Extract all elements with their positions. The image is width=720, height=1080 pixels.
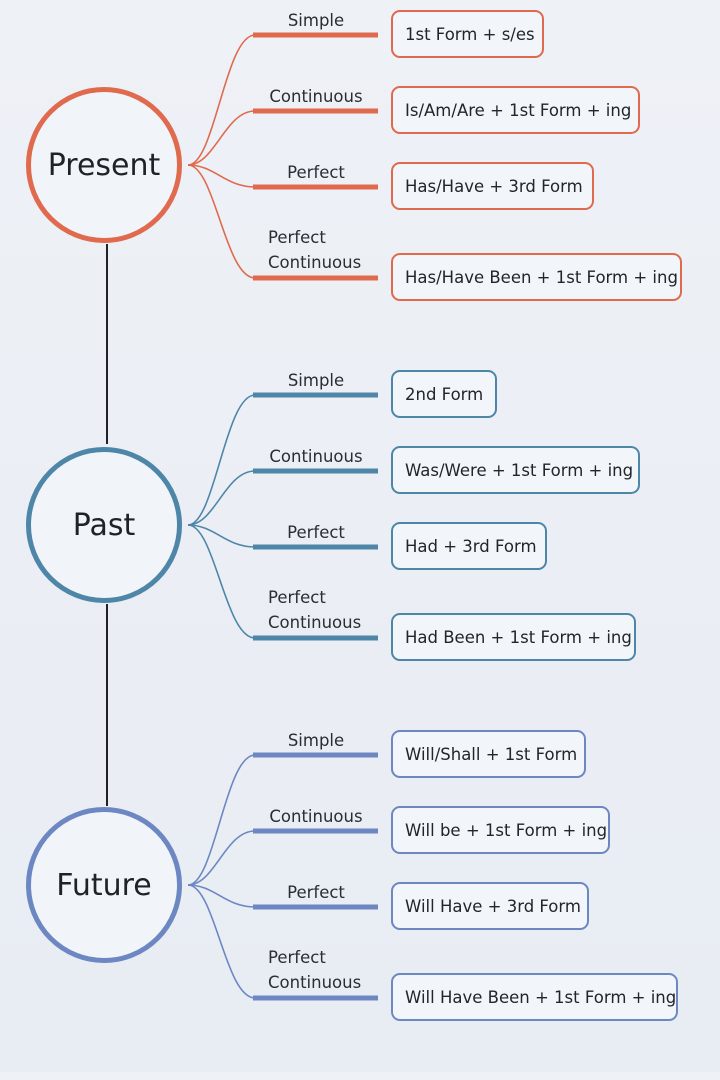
- branch-curve-future-perfect: [187, 884, 256, 908]
- aspect-label-perfect: Perfect: [287, 883, 345, 902]
- formula-text: Is/Am/Are + 1st Form + ing: [405, 100, 632, 120]
- formula-box-future-perfect: Will Have + 3rd Form: [391, 882, 589, 930]
- formula-text: Will Have + 3rd Form: [405, 896, 581, 916]
- formula-text: Was/Were + 1st Form + ing: [405, 460, 634, 480]
- formula-box-future-continuous: Will be + 1st Form + ing: [391, 806, 610, 854]
- branch-curve-past-perfect-continuous: [187, 524, 256, 639]
- formula-text: 2nd Form: [405, 384, 484, 404]
- tense-label: Future: [56, 867, 152, 903]
- aspect-label-perfect-continuous: Perfect Continuous: [268, 588, 362, 632]
- aspect-label-perfect-continuous: Perfect Continuous: [268, 948, 362, 992]
- branch-curve-present-continuous: [187, 110, 256, 166]
- aspect-label-simple: Simple: [287, 11, 345, 30]
- branch-curve-past-perfect: [187, 524, 256, 548]
- branch-lines-past: [187, 392, 378, 641]
- branch-curve-past-simple: [187, 394, 256, 526]
- formula-text: Had + 3rd Form: [405, 536, 537, 556]
- branch-lines-present: [187, 32, 378, 281]
- formula-box-past-continuous: Was/Were + 1st Form + ing: [391, 446, 640, 494]
- tense-node-future: Future: [26, 807, 182, 963]
- connector-line-past-future: [106, 604, 108, 806]
- aspect-label-continuous: Continuous: [269, 807, 363, 826]
- formula-box-past-perfect-continuous: Had Been + 1st Form + ing: [391, 613, 636, 661]
- formula-text: Will Have Been + 1st Form + ing: [405, 987, 677, 1007]
- formula-text: Will be + 1st Form + ing: [405, 820, 608, 840]
- aspect-label-perfect: Perfect: [287, 163, 345, 182]
- formula-box-past-simple: 2nd Form: [391, 370, 497, 418]
- formula-text: Has/Have Been + 1st Form + ing: [405, 267, 678, 287]
- aspect-label-perfect: Perfect: [287, 523, 345, 542]
- formula-box-present-continuous: Is/Am/Are + 1st Form + ing: [391, 86, 640, 134]
- aspect-label-simple: Simple: [287, 731, 345, 750]
- branch-lines-future: [187, 752, 378, 1001]
- formula-text: Will/Shall + 1st Form: [405, 744, 578, 764]
- branch-curve-future-perfect-continuous: [187, 884, 256, 999]
- branch-curve-past-continuous: [187, 470, 256, 526]
- formula-box-past-perfect: Had + 3rd Form: [391, 522, 547, 570]
- aspect-label-continuous: Continuous: [269, 447, 363, 466]
- formula-text: Had Been + 1st Form + ing: [405, 627, 632, 647]
- branch-curve-present-perfect-continuous: [187, 164, 256, 279]
- formula-box-present-perfect: Has/Have + 3rd Form: [391, 162, 594, 210]
- branch-curve-future-continuous: [187, 830, 256, 886]
- tense-node-present: Present: [26, 87, 182, 243]
- aspect-label-simple: Simple: [287, 371, 345, 390]
- branch-curve-future-simple: [187, 754, 256, 886]
- aspect-label-perfect-continuous: Perfect Continuous: [268, 228, 362, 272]
- aspect-label-continuous: Continuous: [269, 87, 363, 106]
- formula-box-future-simple: Will/Shall + 1st Form: [391, 730, 586, 778]
- formula-box-present-simple: 1st Form + s/es: [391, 10, 544, 58]
- formula-text: 1st Form + s/es: [405, 24, 535, 44]
- branch-curve-present-perfect: [187, 164, 256, 188]
- tense-label: Past: [72, 507, 136, 543]
- formula-text: Has/Have + 3rd Form: [405, 176, 583, 196]
- branch-curve-present-simple: [187, 34, 256, 166]
- connector-line-present-past: [106, 244, 108, 444]
- tense-label: Present: [47, 147, 161, 183]
- formula-box-present-perfect-continuous: Has/Have Been + 1st Form + ing: [391, 253, 682, 301]
- tense-node-past: Past: [26, 447, 182, 603]
- formula-box-future-perfect-continuous: Will Have Been + 1st Form + ing: [391, 973, 678, 1021]
